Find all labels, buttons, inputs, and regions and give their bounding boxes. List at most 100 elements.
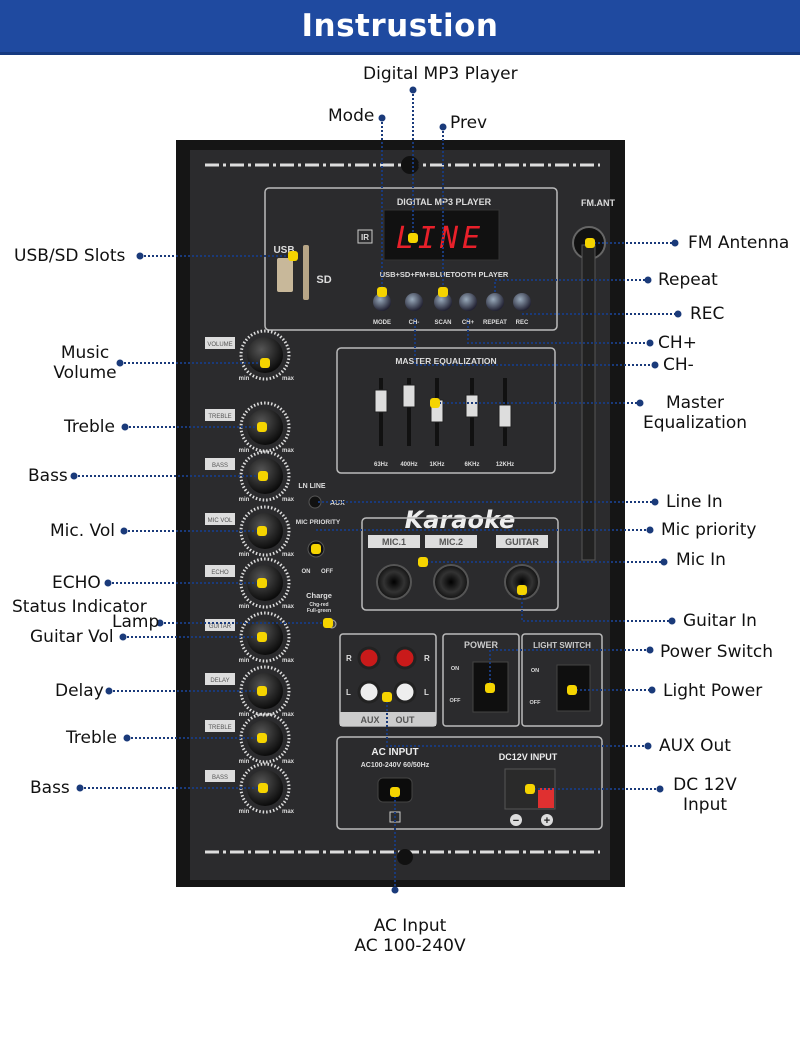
line-in-label: LN LINE [298, 483, 326, 490]
label-line: AC Input [373, 916, 447, 936]
mic-module [361, 517, 559, 611]
eq-slider-3[interactable] [465, 394, 479, 418]
leader-line [386, 697, 648, 747]
mic-priority-on: ON [302, 569, 311, 575]
knob-label: MIC VOL [208, 518, 233, 524]
knob-label: VOLUME [207, 342, 232, 348]
aux-out-label-out: OUT [396, 715, 416, 725]
target-marker [288, 251, 298, 261]
aux-out-label-aux: AUX [360, 715, 379, 725]
aux-out-l-right-jack [393, 680, 417, 704]
eq-slider-0[interactable] [374, 389, 388, 413]
leader-end-dot [391, 886, 399, 894]
light-off-label: OFF [530, 700, 542, 706]
dc-input-label: DC12V INPUT [499, 752, 558, 762]
eq-slider-1[interactable] [402, 384, 416, 408]
label-line: Volume [53, 363, 117, 383]
player-subtitle: USB+SD+FM+BLUETOOTH PLAYER [380, 270, 509, 279]
label-usb-sd-slots: USB/SD Slots [14, 246, 126, 266]
target-marker [257, 578, 267, 588]
minus-terminal [510, 814, 522, 826]
label-bass-2: Bass [30, 778, 70, 798]
knob-max: max [282, 376, 295, 382]
screw [401, 156, 419, 174]
leader-end-dot [136, 252, 144, 260]
mic-priority-off: OFF [321, 569, 333, 575]
mp3-button-rec[interactable] [513, 293, 531, 311]
mp3-button-ch[interactable] [459, 293, 477, 311]
label-prev: Prev [450, 113, 488, 133]
usb-slot [277, 258, 293, 292]
knob-min: min [239, 712, 250, 718]
label-fm-antenna: FM Antenna [688, 233, 790, 253]
dc-positive-clip[interactable] [538, 788, 554, 808]
label-mic-vol: Mic. Vol [50, 521, 115, 541]
label-ch-minus: CH- [663, 355, 694, 375]
leader-end-dot [644, 742, 652, 750]
target-marker [257, 632, 267, 642]
label-repeat: Repeat [658, 270, 718, 290]
label-mic-priority: Mic priority [661, 520, 757, 540]
knob-scale [239, 329, 291, 381]
target-marker [382, 692, 392, 702]
mp3-button-ch[interactable] [405, 293, 423, 311]
eq-band-label: 63Hz [374, 462, 388, 468]
knob-max: max [282, 658, 295, 664]
ac-input-label: AC INPUT [371, 747, 418, 758]
target-marker [567, 685, 577, 695]
leader-end-dot [651, 498, 659, 506]
l-label: L [424, 688, 429, 697]
eq-band-label: 400Hz [400, 462, 417, 468]
knob-min: min [239, 552, 250, 558]
target-marker [257, 422, 267, 432]
mp3-button-repeat[interactable] [486, 293, 504, 311]
knob-max: max [282, 759, 295, 765]
label-light-power: Light Power [663, 681, 763, 701]
usb-label: USB [273, 245, 294, 256]
label-aux-out: AUX Out [659, 736, 731, 756]
label-treble-2: Treble [66, 728, 117, 748]
target-marker [517, 585, 527, 595]
target-marker [257, 733, 267, 743]
light-switch-label: LIGHT SWITCH [533, 641, 591, 650]
knob-scale [239, 450, 291, 502]
knob-max: max [282, 604, 295, 610]
page-title: Instrustion [301, 8, 499, 44]
mic2-jack [433, 564, 469, 600]
eq-slider-4[interactable] [498, 404, 512, 428]
knob-tag [205, 770, 235, 782]
sd-slot [303, 245, 309, 300]
mp3-title: DIGITAL MP3 PLAYER [397, 197, 492, 207]
aux-out-r-right-jack [393, 646, 417, 670]
header-banner: Instrustion [0, 0, 800, 55]
jack-tag [425, 535, 477, 548]
knob-tag [205, 720, 235, 732]
label-line: Music [60, 343, 110, 363]
knob-min: min [239, 497, 250, 503]
knob-label: BASS [212, 775, 228, 781]
leader-end-dot [671, 239, 679, 247]
mic1-jack [376, 564, 412, 600]
label-digital-mp3-player: Digital MP3 Player [363, 64, 518, 84]
ir-receiver-box [357, 229, 373, 244]
power-module [442, 633, 520, 727]
mp3-button-scan[interactable] [434, 293, 452, 311]
leader-end-dot [76, 784, 84, 792]
knob-min: min [239, 759, 250, 765]
mp3-button-mode[interactable] [373, 293, 391, 311]
aux-label: AUX [330, 500, 345, 507]
led-display [383, 209, 500, 261]
knob-min: min [239, 448, 250, 454]
jack-tag [368, 535, 420, 548]
leader-end-dot [674, 310, 682, 318]
knob-label: GUITAR [209, 624, 232, 630]
knob-min: min [239, 376, 250, 382]
leader-end-dot [646, 339, 654, 347]
target-marker [257, 526, 267, 536]
charge-label: Charge [306, 591, 332, 600]
ir-label: IR [361, 233, 369, 242]
plus-terminal [541, 814, 553, 826]
